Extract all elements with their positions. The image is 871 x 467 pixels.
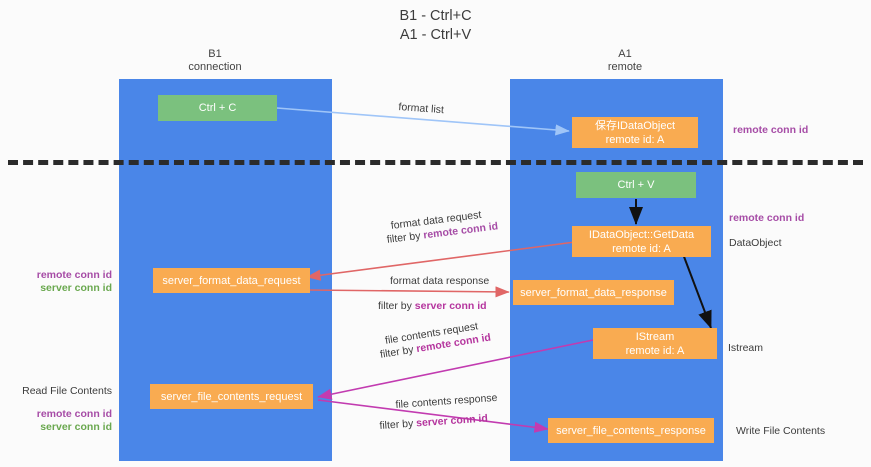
node-server-file-contents-request-label: server_file_contents_request <box>160 390 303 403</box>
node-ctrl-v-label: Ctrl + V <box>617 179 655 191</box>
node-server-format-data-response-label: server_format_data_response <box>520 286 667 299</box>
annotation-left-server-conn-id-mid: server conn id <box>40 282 112 294</box>
node-ctrl-c[interactable]: Ctrl + C <box>158 95 277 121</box>
node-server-format-data-request[interactable]: server_format_data_request <box>153 268 310 293</box>
node-save-idataobject-label: 保存IDataObject <box>594 119 676 132</box>
phase-divider <box>8 160 863 165</box>
edge-label-file-contents-response-filter: filter by server conn id <box>379 411 488 433</box>
node-idataobject-getdata[interactable]: IDataObject::GetData remote id: A <box>572 226 711 257</box>
annotation-right-write-file-contents: Write File Contents <box>736 425 826 437</box>
annotation-left-read-file-contents: Read File Contents <box>22 385 112 397</box>
node-server-file-contents-response-label: server_file_contents_response <box>556 424 706 437</box>
annotation-right-remote-conn-id-mid: remote conn id <box>729 212 805 224</box>
node-idataobject-getdata-remote-id: remote id: A <box>612 242 671 255</box>
annotation-right-remote-conn-id-top: remote conn id <box>733 124 809 136</box>
lane-title-a1: A1 remote <box>607 48 643 73</box>
node-server-format-data-request-label: server_format_data_request <box>162 274 301 287</box>
node-server-file-contents-response[interactable]: server_file_contents_response <box>548 418 714 443</box>
filter-key-server-conn-id: server conn id <box>415 412 489 430</box>
filter-key-server-conn-id: server conn id <box>414 300 487 312</box>
filter-prefix: filter by <box>379 417 417 432</box>
lane-title-b1: B1 connection <box>188 48 242 73</box>
annotation-left-server-conn-id-bot: server conn id <box>40 421 112 433</box>
node-server-format-data-response[interactable]: server_format_data_response <box>513 280 674 305</box>
filter-prefix: filter by <box>379 343 418 361</box>
filter-prefix: filter by <box>378 300 415 312</box>
annotation-right-dataobject: DataObject <box>729 237 782 249</box>
node-istream-label: IStream <box>635 330 675 343</box>
diagram-title: B1 - Ctrl+C A1 - Ctrl+V <box>399 8 472 43</box>
edge-label-format-list: format list <box>398 100 445 117</box>
node-istream[interactable]: IStream remote id: A <box>593 328 717 359</box>
edge-label-format-data-response-filter: filter by server conn id <box>378 299 487 313</box>
node-idataobject-getdata-label: IDataObject::GetData <box>588 228 695 241</box>
node-ctrl-c-label: Ctrl + C <box>198 102 237 114</box>
annotation-left-remote-conn-id-bot: remote conn id <box>36 408 112 420</box>
annotation-right-istream: Istream <box>728 342 764 354</box>
arrow-format-data-response <box>306 286 510 298</box>
node-server-file-contents-request[interactable]: server_file_contents_request <box>150 384 313 409</box>
filter-prefix: filter by <box>386 229 425 246</box>
node-save-idataobject[interactable]: 保存IDataObject remote id: A <box>572 117 698 148</box>
edge-label-file-contents-response: file contents response <box>395 391 498 411</box>
node-ctrl-v[interactable]: Ctrl + V <box>576 172 696 198</box>
annotation-left-remote-conn-id-mid: remote conn id <box>36 269 112 281</box>
edge-label-format-data-response: format data response <box>390 275 490 287</box>
node-save-idataobject-remote-id: remote id: A <box>605 133 665 146</box>
node-istream-remote-id: remote id: A <box>625 344 685 357</box>
